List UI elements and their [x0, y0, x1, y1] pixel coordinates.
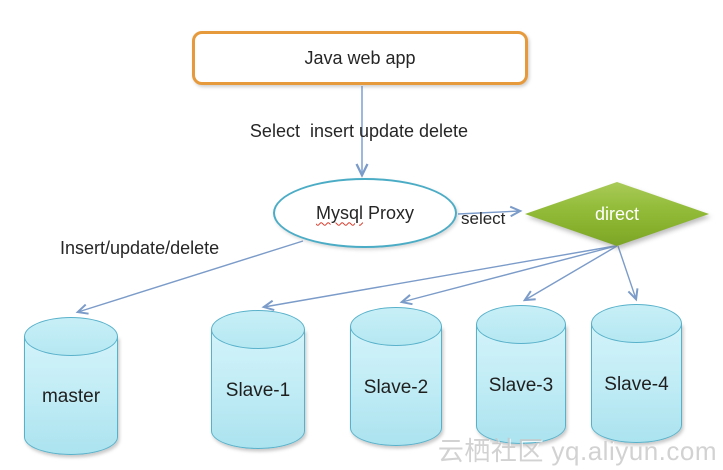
arrow-direct-to-slave1	[264, 245, 616, 307]
watermark-text: 云栖社区 yq.aliyun.com	[437, 436, 717, 466]
select-insert-update-delete-label: Select insert update delete	[249, 121, 469, 141]
cylinder-top	[350, 307, 442, 346]
db-slave-3: Slave-3	[476, 305, 566, 444]
mysql-proxy-node: Mysql Proxy	[273, 178, 457, 248]
cylinder-body	[476, 324, 566, 444]
cylinder-body	[591, 323, 682, 443]
direct-diamond-shape: direct	[525, 182, 709, 246]
direct-label: direct	[594, 203, 639, 224]
db-master: master	[24, 317, 118, 455]
java-web-app-label: Java web app	[304, 47, 416, 68]
db-master-label: master	[41, 386, 101, 407]
cylinder-top	[476, 305, 566, 344]
db-slave-1-label: Slave-1	[225, 379, 291, 401]
arrow-direct-to-slave4	[617, 245, 636, 299]
db-slave-4-label: Slave-4	[604, 373, 669, 395]
db-slave-2: Slave-2	[350, 307, 442, 446]
db-slave-1: Slave-1	[211, 310, 305, 449]
arrow-direct-to-slave3	[525, 245, 618, 300]
cylinder-top	[591, 304, 682, 343]
java-web-app-node: Java web app	[192, 31, 528, 85]
cylinder-top	[211, 310, 305, 349]
cylinder-body	[350, 326, 442, 446]
db-slave-3-label: Slave-3	[488, 374, 554, 396]
direct-diamond-node: direct	[525, 182, 709, 246]
db-slave-4: Slave-4	[591, 304, 682, 443]
cylinder-body	[211, 329, 305, 449]
mysql-proxy-word-mysql: Mysql	[315, 202, 363, 223]
insert-update-delete-label: Insert/update/delete	[60, 238, 220, 258]
db-slave-2-label: Slave-2	[363, 376, 429, 398]
cylinder-top	[24, 317, 118, 356]
select-label: select	[461, 209, 506, 228]
arrow-direct-to-slave2	[402, 245, 617, 302]
mysql-proxy-word-proxy: Proxy	[368, 202, 415, 223]
